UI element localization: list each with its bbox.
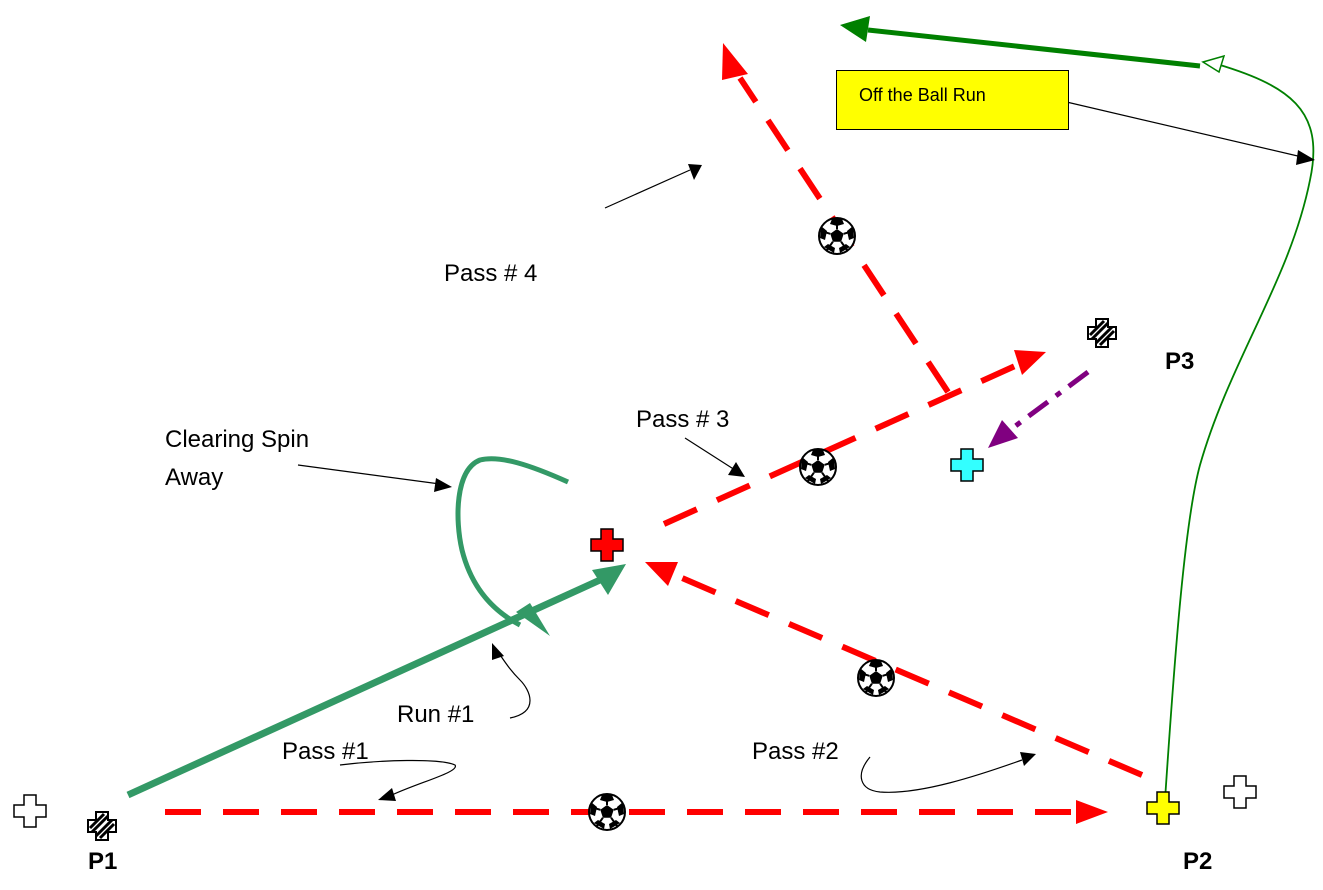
soccer-ball-icon	[818, 217, 856, 255]
clearing-away-label: Away	[165, 464, 224, 491]
striped-player-icon	[86, 810, 118, 842]
pass1-pointer	[339, 759, 456, 796]
pass-4-arrowhead	[722, 43, 748, 80]
p3-move-line	[1008, 369, 1090, 433]
pass-2-arrowhead	[645, 562, 678, 586]
striped-player-icon	[1086, 317, 1118, 349]
off-ball-run-arrowhead-small	[1201, 54, 1226, 74]
pass1-pointer-head	[378, 788, 396, 801]
soccer-ball-icon	[799, 448, 837, 486]
player-p3-label: P3	[1165, 348, 1195, 375]
pass3-pointer-head	[728, 462, 745, 477]
pass-3-label: Pass # 3	[636, 406, 730, 433]
clearing-spin-arrowhead	[516, 603, 550, 636]
run1-pointer-head	[492, 643, 504, 660]
cross-cone-icon	[1146, 791, 1180, 825]
pass4-pointer	[604, 169, 691, 209]
off-ball-run-arrow	[867, 27, 1201, 69]
run-1-line	[126, 576, 602, 799]
cross-cone-icon	[950, 448, 984, 482]
pass-3-arrowhead	[1014, 350, 1046, 375]
clearing-pointer-head	[434, 478, 452, 492]
soccer-ball-icon	[588, 793, 626, 831]
run-1-arrowhead	[592, 564, 626, 595]
cross-cone-icon	[13, 794, 47, 828]
off-ball-run-arrowhead	[840, 16, 870, 42]
pass2-pointer	[860, 756, 1023, 793]
soccer-ball-icon	[857, 659, 895, 697]
pass-1-label: Pass #1	[282, 738, 369, 765]
off-ball-run-callout: Off the Ball Run	[836, 70, 1069, 130]
pass-2-label: Pass #2	[752, 738, 839, 765]
clearing-spin-curve	[455, 456, 570, 628]
pass-2-line	[666, 569, 1144, 778]
cross-cone-icon	[1223, 775, 1257, 809]
pass3-pointer	[684, 437, 736, 471]
pass2-pointer-head	[1020, 752, 1036, 766]
callout-pointer-head	[1296, 150, 1315, 165]
pass-3-line	[662, 359, 1026, 527]
cross-cone-icon	[590, 528, 624, 562]
pass4-pointer-head	[688, 164, 702, 180]
clearing-pointer	[297, 464, 441, 485]
player-p1-label: P1	[88, 848, 118, 875]
off-ball-run-curve	[1164, 61, 1315, 801]
p3-move-arrowhead	[988, 420, 1018, 448]
clearing-spin-label: Clearing Spin	[165, 426, 310, 453]
callout-pointer	[1057, 99, 1303, 158]
pass-1-arrowhead	[1076, 800, 1108, 824]
pass-4-label: Pass # 4	[444, 260, 538, 287]
run1-pointer	[497, 651, 531, 719]
run-1-label: Run #1	[397, 701, 475, 728]
player-p2-label: P2	[1183, 848, 1213, 875]
